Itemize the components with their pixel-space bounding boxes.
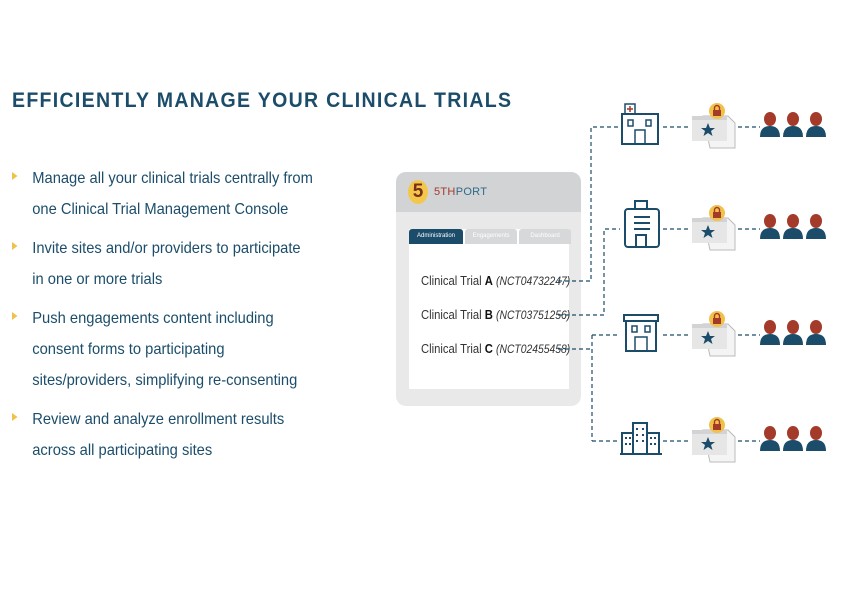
locked-document-icon <box>692 417 736 463</box>
bullet-triangle-icon <box>12 312 18 320</box>
clinic-icon <box>623 314 659 352</box>
console-panel <box>409 229 569 389</box>
tab-administration[interactable]: Administration <box>409 229 463 244</box>
tab-dashboard[interactable]: Dashboard <box>519 229 571 244</box>
hospital-icon <box>621 103 659 145</box>
feature-list: Manage all your clinical trials centrall… <box>12 163 342 474</box>
trial-item-b[interactable]: Clinical Trial B (NCT03751256) <box>421 308 571 322</box>
logo-text: 5THPORT <box>434 186 488 198</box>
connector-lines <box>558 126 620 442</box>
feature-item: Invite sites and/or providers to partici… <box>12 233 316 295</box>
patient-icon <box>783 112 803 137</box>
site-row <box>621 103 826 149</box>
city-buildings-icon <box>620 422 662 455</box>
site-row <box>620 417 826 463</box>
connector-trial-a <box>558 126 620 282</box>
site-row <box>623 311 826 357</box>
feature-item: Review and analyze enrollment results ac… <box>12 404 316 466</box>
tab-engagements[interactable]: Engagements <box>465 229 517 244</box>
patient-icon <box>783 426 803 451</box>
console-tabs: Administration Engagements Dashboard <box>409 229 571 244</box>
trial-item-a[interactable]: Clinical Trial A (NCT04732247) <box>421 274 571 288</box>
feature-item: Manage all your clinical trials centrall… <box>12 163 316 225</box>
connector-trial-b <box>558 228 620 316</box>
console-header: 5 5THPORT <box>396 172 581 212</box>
management-console: 5 5THPORT Administration Engagements Das… <box>396 172 581 406</box>
feature-item: Push engagements content including conse… <box>12 303 316 396</box>
locked-document-icon <box>692 205 736 251</box>
patient-icon <box>806 214 826 239</box>
patient-icon <box>783 214 803 239</box>
bullet-triangle-icon <box>12 242 18 250</box>
site-row <box>624 200 826 251</box>
patient-icon <box>806 320 826 345</box>
patient-icon <box>760 112 780 137</box>
locked-document-icon <box>692 311 736 357</box>
patient-icon <box>806 112 826 137</box>
patient-icon <box>806 426 826 451</box>
patient-icon <box>760 426 780 451</box>
bullet-triangle-icon <box>12 413 18 421</box>
patient-icon <box>760 320 780 345</box>
connector-trial-c <box>558 334 620 442</box>
page-title: EFFICIENTLY MANAGE YOUR CLINICAL TRIALS <box>12 89 513 112</box>
patient-icon <box>783 320 803 345</box>
office-building-icon <box>624 200 660 248</box>
locked-document-icon <box>692 103 736 149</box>
bullet-triangle-icon <box>12 172 18 180</box>
patient-icon <box>760 214 780 239</box>
logo-mark: 5 <box>408 180 428 204</box>
trial-item-c[interactable]: Clinical Trial C (NCT02455458) <box>421 342 571 356</box>
